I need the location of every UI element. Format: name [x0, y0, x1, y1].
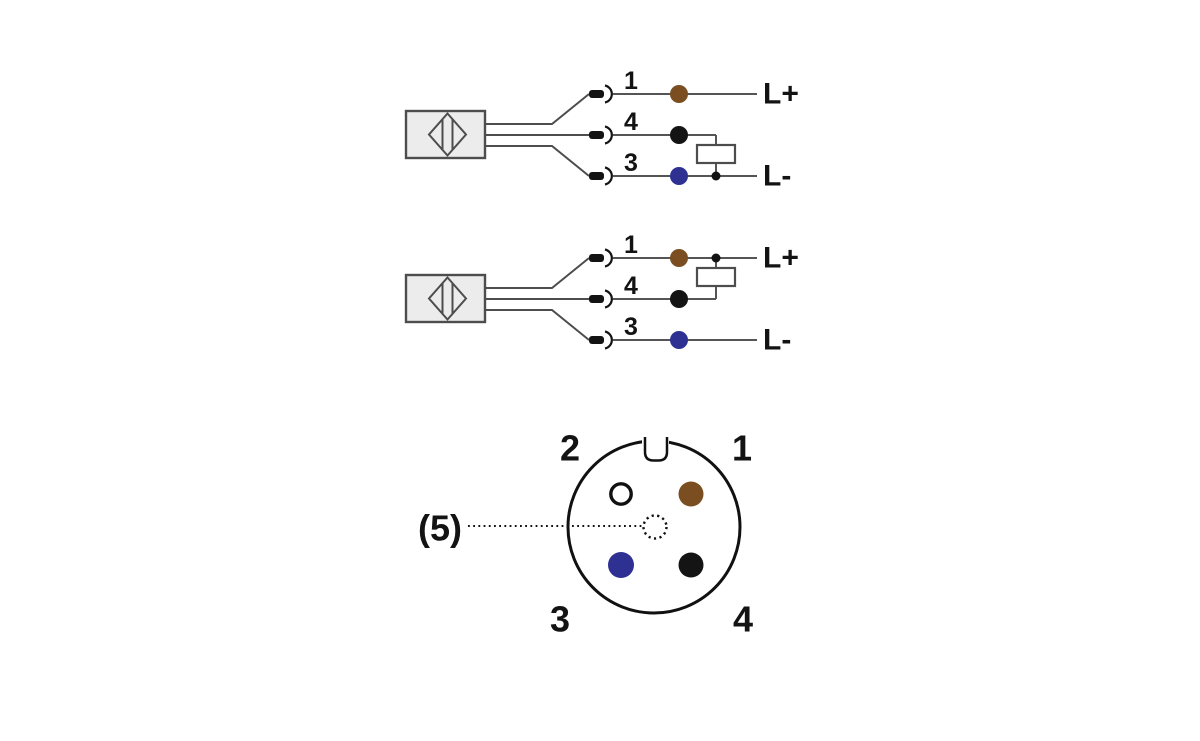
load-resistor-icon — [695, 143, 737, 165]
connector-pinout: (5) 2 1 3 4 — [418, 428, 753, 640]
pin-4-label: 4 — [733, 599, 753, 640]
proximity-sensor-icon-bars — [441, 283, 454, 314]
proximity-sensor-icon — [427, 111, 468, 158]
pin-5-label: (5) — [418, 508, 462, 549]
terminal-3-socket-icon — [604, 330, 613, 350]
wire-4-color-dot-black — [670, 290, 688, 308]
terminal-4-number: 4 — [624, 108, 638, 136]
terminal-3-number: 3 — [624, 313, 638, 341]
junction-dot — [711, 253, 721, 263]
connector-pin-2-white — [609, 482, 633, 506]
wire-3-color-dot-blue — [670, 331, 688, 349]
wiring-diagram-2: 1 4 3 L+ L- — [404, 231, 799, 357]
terminal-3-pin-icon — [589, 336, 604, 344]
connector-pin-4-black — [678, 552, 704, 578]
load-resistor-icon — [695, 266, 737, 288]
wire-4-color-dot-black — [670, 126, 688, 144]
pin-3-label: 3 — [550, 599, 570, 640]
terminal-1-pin-icon — [589, 90, 604, 98]
pin-1-label: 1 — [732, 428, 752, 469]
proximity-sensor-icon — [427, 275, 468, 322]
sensor-body — [404, 109, 487, 160]
rail-label-l-minus: L- — [763, 160, 791, 193]
terminal-3-socket-icon — [604, 166, 613, 186]
rail-label-l-plus: L+ — [763, 242, 799, 275]
wire-3-color-dot-blue — [670, 167, 688, 185]
connector-pin-3-blue — [608, 552, 634, 578]
wire-1-lead — [485, 93, 590, 125]
terminal-1-number: 1 — [624, 231, 638, 259]
junction-dot — [711, 171, 721, 181]
wire-3-lead — [485, 309, 590, 341]
pin-2-label: 2 — [560, 428, 580, 469]
terminal-1-pin-icon — [589, 254, 604, 262]
terminal-1-socket-icon — [604, 248, 613, 268]
terminal-3-number: 3 — [624, 149, 638, 177]
sensor-body — [404, 273, 487, 324]
terminal-1-socket-icon — [604, 84, 613, 104]
wiring-diagram-1: 1 4 3 L+ L- — [404, 67, 799, 193]
terminal-4-pin-icon — [589, 131, 604, 139]
wire-1-lead — [485, 257, 590, 289]
terminal-3-pin-icon — [589, 172, 604, 180]
rail-label-l-plus: L+ — [763, 78, 799, 111]
terminal-4-pin-icon — [589, 295, 604, 303]
terminal-4-socket-icon — [604, 289, 613, 309]
terminal-4-number: 4 — [624, 272, 638, 300]
terminal-4-socket-icon — [604, 125, 613, 145]
connector-keyway-notch-icon — [643, 437, 669, 462]
connector-pin-5-dotted — [642, 514, 668, 540]
connector-pin-1-brown — [678, 481, 704, 507]
proximity-sensor-icon-bars — [441, 119, 454, 150]
terminal-1-number: 1 — [624, 67, 638, 95]
wire-3-lead — [485, 145, 590, 177]
wire-1-color-dot-brown — [670, 85, 688, 103]
rail-label-l-minus: L- — [763, 324, 791, 357]
wire-1-color-dot-brown — [670, 249, 688, 267]
